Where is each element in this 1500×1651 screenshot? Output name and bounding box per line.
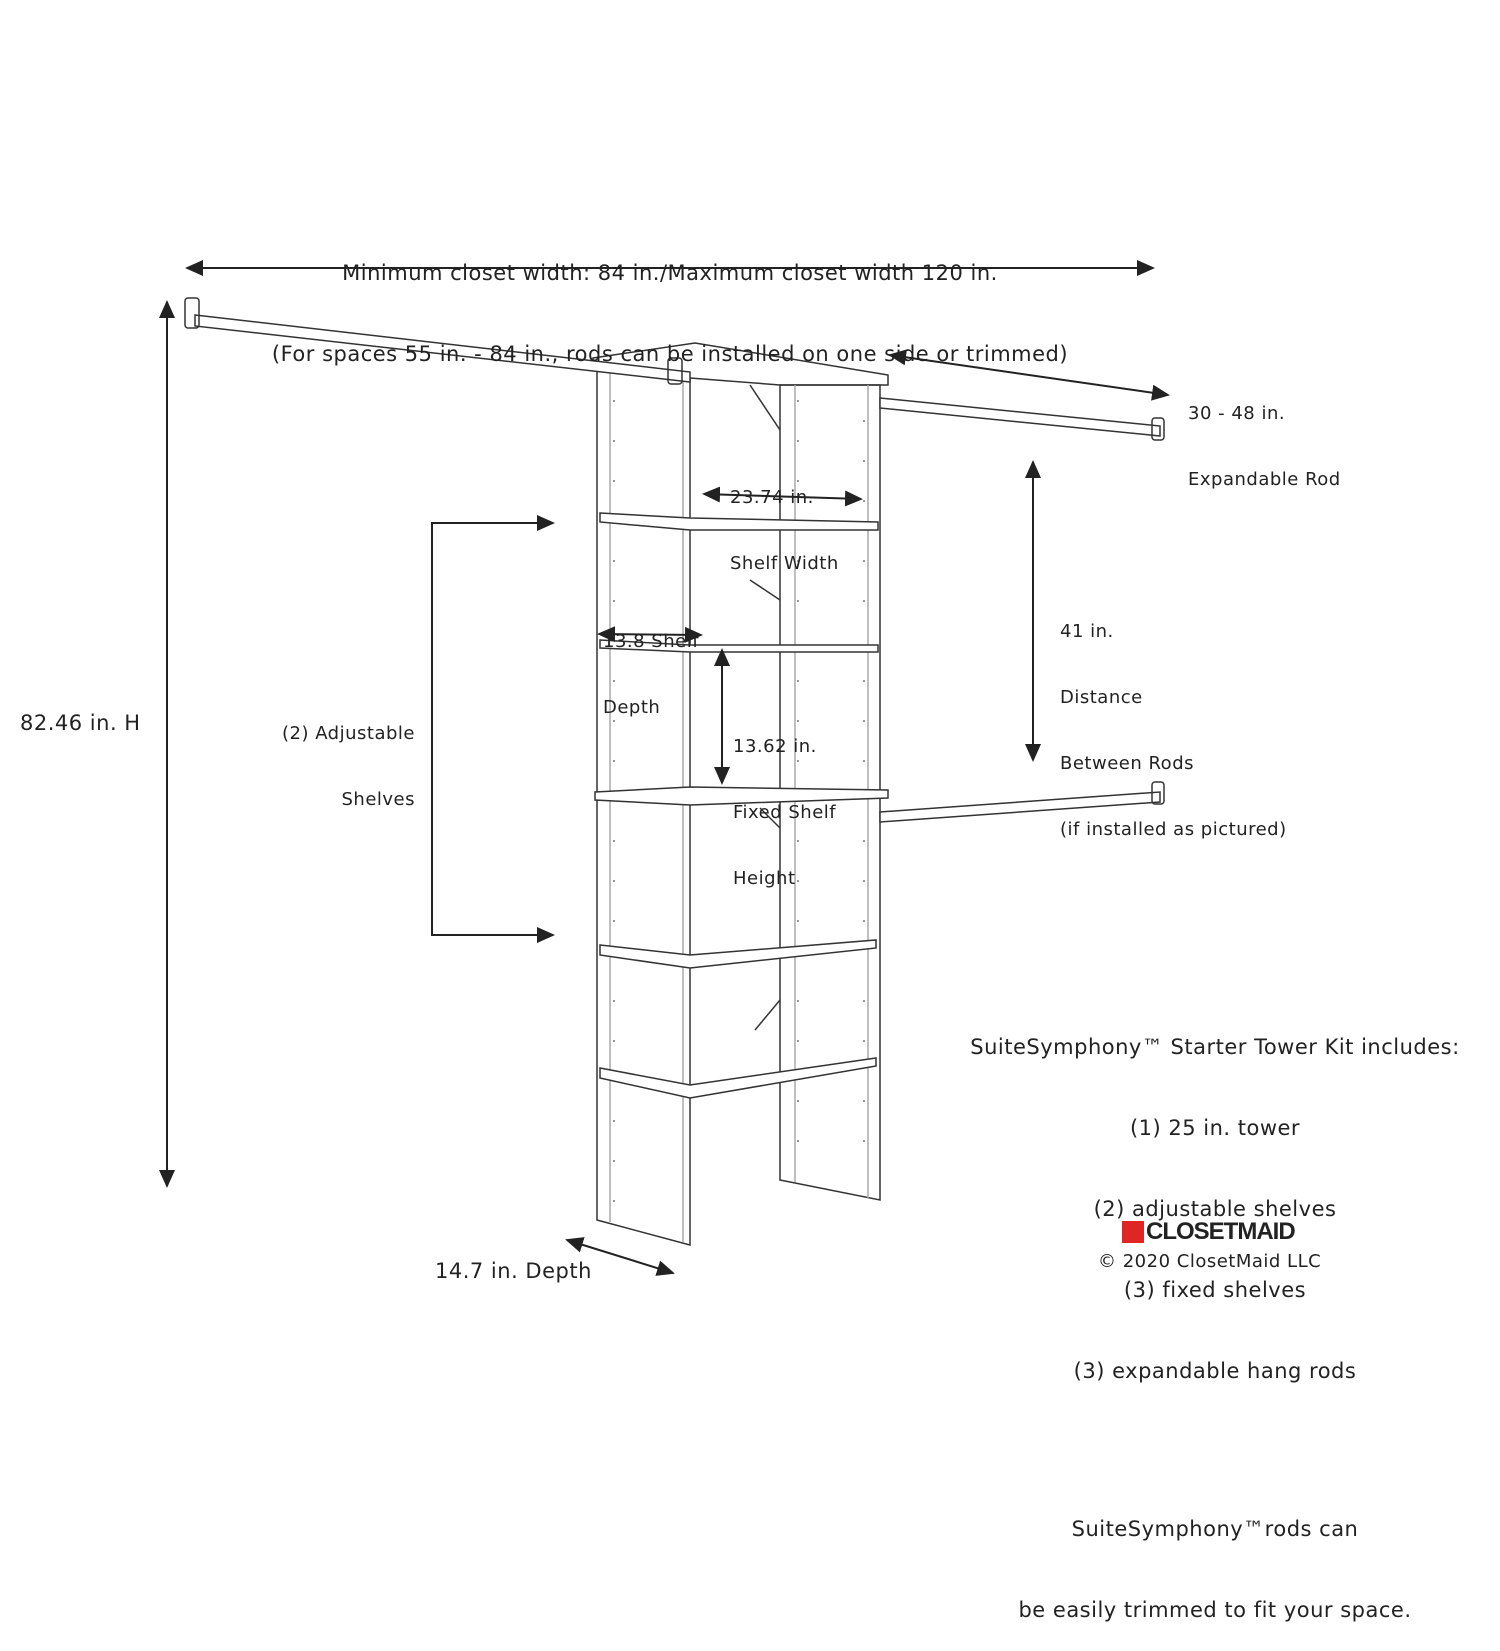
logo-text: CLOSETMAID [1146, 1218, 1296, 1245]
logo-square-icon [1122, 1221, 1144, 1243]
label-line: Fixed Shelf [733, 802, 837, 823]
closet-diagram [159, 260, 1170, 1276]
kit-note: be easily trimmed to fit your space. [1018, 1598, 1412, 1622]
label-line: Depth [603, 697, 661, 718]
shelf-depth-label: 13.8 Shelf Depth [603, 587, 699, 741]
label-line: 23.74 in. [730, 487, 814, 508]
label-line: Distance [1060, 687, 1143, 708]
label-line: 41 in. [1060, 621, 1114, 642]
copyright: © 2020 ClosetMaid LLC [1098, 1251, 1322, 1272]
width-line-2: (For spaces 55 in. - 84 in., rods can be… [271, 342, 1069, 366]
label-line: (2) Adjustable [281, 723, 415, 744]
height-label: 82.46 in. H [20, 711, 141, 735]
hang-rods [184, 297, 1165, 823]
tower-drawing [184, 297, 1165, 1246]
label-line: Between Rods [1060, 753, 1194, 774]
label-line: Height [733, 868, 796, 889]
label-line: Shelf Width [730, 553, 839, 574]
closetmaid-logo: CLOSETMAID [1122, 1218, 1296, 1246]
label-line: (if installed as pictured) [1060, 819, 1287, 840]
width-line-1: Minimum closet width: 84 in./Maximum clo… [342, 261, 998, 285]
kit-contents: SuiteSymphony™ Starter Tower Kit include… [930, 980, 1500, 1651]
depth-label: 14.7 in. Depth [435, 1259, 592, 1283]
kit-item: (2) adjustable shelves [1093, 1197, 1337, 1221]
shelf-width-label: 23.74 in. Shelf Width [730, 443, 839, 597]
label-line: 13.62 in. [733, 736, 817, 757]
kit-item: (1) 25 in. tower [1129, 1116, 1301, 1140]
expandable-rod-label: 30 - 48 in. Expandable Rod [1188, 359, 1341, 513]
kit-item: (3) fixed shelves [1123, 1278, 1307, 1302]
shelves [594, 512, 889, 1099]
label-line: Expandable Rod [1188, 469, 1341, 490]
label-line: 13.8 Shelf [603, 631, 700, 652]
label-line: 30 - 48 in. [1188, 403, 1286, 424]
kit-note: SuiteSymphony™rods can [1071, 1517, 1359, 1541]
closet-width-label: Minimum closet width: 84 in./Maximum clo… [220, 206, 1120, 395]
label-line: Shelves [341, 789, 415, 810]
rod-distance-label: 41 in. Distance Between Rods (if install… [1060, 577, 1287, 863]
kit-title: SuiteSymphony™ Starter Tower Kit include… [970, 1035, 1460, 1059]
kit-item: (3) expandable hang rods [1073, 1359, 1357, 1383]
peg-holes [613, 400, 865, 1202]
dimension-arrows [159, 260, 1170, 1276]
fixed-shelf-height-label: 13.62 in. Fixed Shelf Height [733, 692, 836, 912]
adjustable-shelves-label: (2) Adjustable Shelves [240, 679, 415, 833]
